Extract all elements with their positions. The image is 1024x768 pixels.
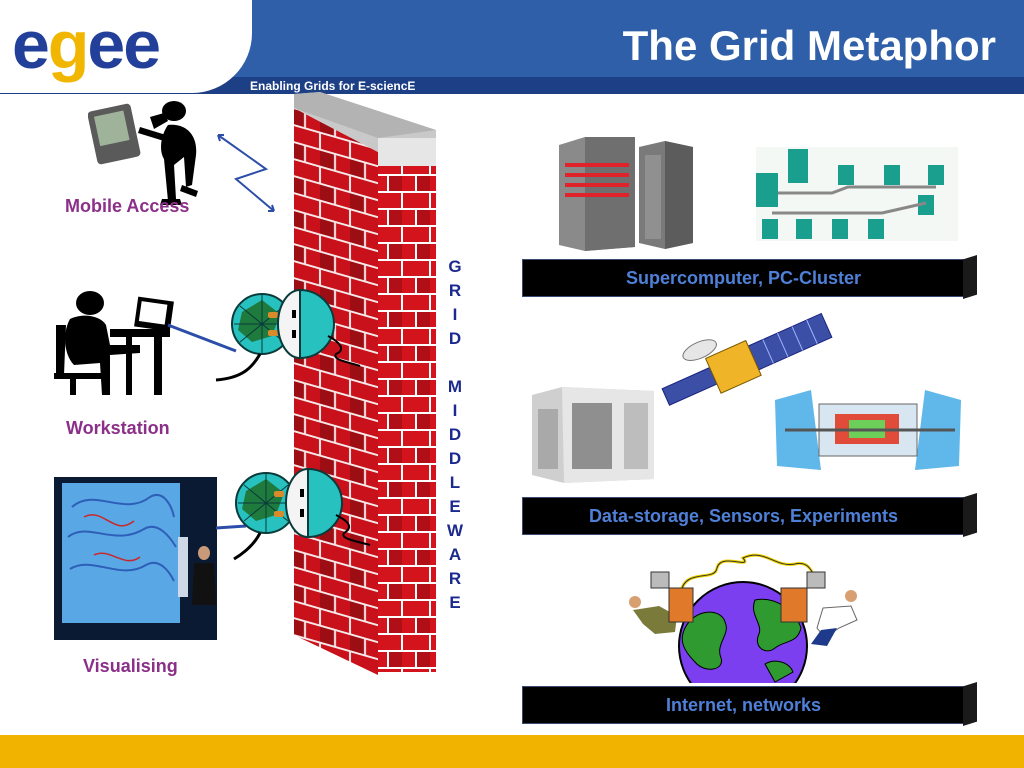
pda-icon <box>88 103 141 165</box>
person-silhouette-icon <box>138 101 198 205</box>
banner-internet-text: Internet, networks <box>665 695 822 715</box>
grid-middleware-text: G R I D M I D D L E W A R E <box>446 257 464 612</box>
workstation-label: Workstation <box>66 418 170 438</box>
globe-socket-icon <box>285 467 343 539</box>
internet-globe-illustration <box>629 553 858 683</box>
computer-user-icon <box>54 291 170 395</box>
pc-cluster-diagram <box>752 143 962 245</box>
workstation-illustration <box>54 291 237 395</box>
detector-illustration <box>773 388 963 472</box>
banner-supercomputer-text: Supercomputer, PC-Cluster <box>625 268 862 288</box>
slide-title: The Grid Metaphor <box>622 22 996 69</box>
banner-data-storage: Data-storage, Sensors, Experiments <box>522 493 977 537</box>
banner-data-storage-text: Data-storage, Sensors, Experiments <box>588 506 899 526</box>
visualising-label: Visualising <box>83 656 178 676</box>
globe-socket-icon <box>277 288 335 360</box>
globe-plug-icon <box>231 293 293 355</box>
header-band <box>0 77 1024 94</box>
wireless-link-icon <box>217 134 275 212</box>
user-left-icon <box>629 571 694 634</box>
egee-logo: egee <box>12 7 161 83</box>
user-right-icon <box>780 571 858 646</box>
visualising-cable <box>216 524 246 530</box>
logo-plate: egee <box>0 0 252 93</box>
banner-internet: Internet, networks <box>522 682 977 726</box>
monitor-icon <box>134 296 174 332</box>
plug-socket-lower <box>233 467 371 561</box>
mobile-access-label: Mobile Access <box>65 196 190 216</box>
plug-socket-upper <box>215 288 361 382</box>
pda-user-illustration <box>88 101 275 212</box>
footer-bar <box>0 735 1024 768</box>
visualising-photo <box>54 477 217 640</box>
tagline: Enabling Grids for E-sciencE <box>250 79 416 93</box>
satellite-illustration <box>661 312 833 406</box>
supercomputer-illustration <box>559 137 693 251</box>
data-storage-illustration <box>532 387 654 483</box>
banner-supercomputer: Supercomputer, PC-Cluster <box>522 255 977 299</box>
